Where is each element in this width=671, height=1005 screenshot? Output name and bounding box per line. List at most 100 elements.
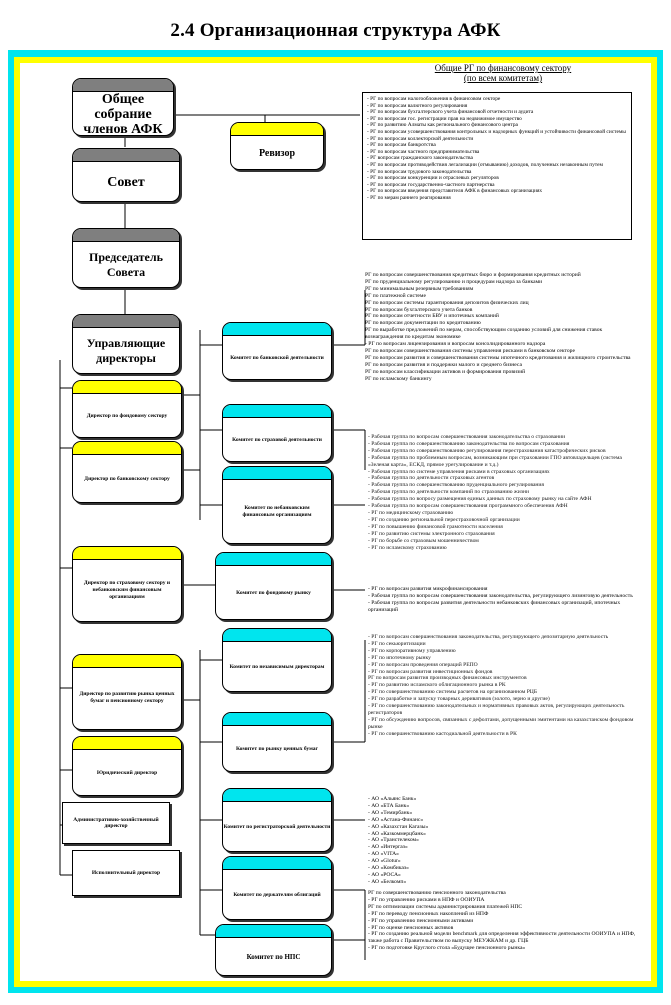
- list-item: - РГ по подготовке Круглого стола «Будущ…: [368, 945, 526, 952]
- list-item: - Рабочая группа по совершенствованию пр…: [368, 482, 544, 489]
- list-item: - РГ по вопросам развития инвестиционных…: [368, 668, 493, 675]
- list-item: РГ по платежной системе: [365, 292, 426, 299]
- general-rg-list: - РГ по вопросам налогообложения в финан…: [362, 92, 632, 240]
- list-item: - РГ по вопросам валютного регулирования: [367, 102, 468, 109]
- list-item: - АО «Транстелеком»: [368, 837, 419, 844]
- box-cap: [73, 547, 181, 560]
- box-cap: [73, 442, 181, 455]
- committee-reg-box[interactable]: Комитет по регистраторской деятельности: [222, 788, 332, 852]
- nbfo-rg-list: - РГ по вопросам развития микрофинансиро…: [368, 586, 633, 614]
- director-bank-box[interactable]: Директор по банковскому сектору: [72, 441, 182, 503]
- header-line-1: Общие РГ по финансовому сектору: [434, 63, 572, 73]
- list-item: РГ по вопросам бухгалтерского учета банк…: [365, 306, 473, 313]
- list-item: РГ по вопросам развития производных фина…: [368, 675, 527, 682]
- list-item: - РГ по вопросам проведения операций РЕП…: [368, 661, 478, 668]
- list-item: - АО «Темирбанк»: [368, 809, 413, 816]
- revisor-box[interactable]: Ревизор: [230, 122, 324, 170]
- managing-directors-label: Управляющие директоры: [86, 336, 166, 365]
- list-item: - РГ по оценке пенсионных активов: [368, 924, 454, 931]
- box-cap: [73, 655, 181, 668]
- admin-director-box[interactable]: Административно-хозяйственный директор: [62, 802, 170, 844]
- director-fin-box[interactable]: Директор по фондовому сектору: [72, 380, 182, 438]
- committee-oblig-box[interactable]: Комитет по держателям облигаций: [222, 856, 332, 920]
- committee-nps-box[interactable]: Комитет по НПС: [215, 924, 332, 976]
- committee-fund-box[interactable]: Комитет по фондовому рынку: [215, 552, 332, 620]
- list-item: - РГ по развитию Алматы как региональног…: [367, 122, 518, 129]
- box-cap: [223, 467, 331, 480]
- director-ins-box[interactable]: Директор по страховому сектору и небанко…: [72, 546, 182, 622]
- chairman-box[interactable]: Председатель Совета: [72, 228, 180, 288]
- list-item: - РГ по борьбе со страховым мошенничеств…: [368, 537, 479, 544]
- page-title: 2.4 Организационная структура АФК: [170, 20, 501, 41]
- list-item: - РГ по вопросам банкротства: [367, 142, 436, 149]
- list-item: - РГ по исламскому страхованию: [368, 544, 447, 551]
- list-item: - РГ по вопросам налогообложения в финан…: [367, 96, 501, 102]
- committee-oblig-label: Комитет по держателям облигаций: [233, 891, 321, 898]
- list-item: - РГ по развитию исламского облигационно…: [368, 682, 506, 689]
- list-item: РГ по вопросам развития и поддержки мало…: [365, 361, 522, 368]
- list-item: - АО «Казкоммерцбанк»: [368, 830, 426, 837]
- list-item: - РГ вопросам гражданского законодательс…: [367, 155, 473, 162]
- general-meeting-label: Общее собрание членов АФК: [83, 91, 163, 136]
- committee-ind-label: Комитет по независимым директорам: [229, 663, 325, 670]
- managing-directors-box[interactable]: Управляющие директоры: [72, 314, 180, 374]
- list-item: - РГ по вопросам государственно-частного…: [367, 181, 495, 188]
- list-item: РГ по выработке предложений по мерам, сп…: [365, 327, 603, 341]
- list-item: РГ по вопросам совершенствования кредитн…: [365, 272, 581, 278]
- committee-ins-box[interactable]: Комитет по страховой деятельности: [222, 404, 332, 462]
- header-line-2: (по всем комитетам): [463, 73, 543, 83]
- list-item: - РГ по повышению финансовой грамотности…: [368, 523, 503, 530]
- list-item: - Рабочая группа по деятельности страхов…: [368, 475, 495, 482]
- list-item: РГ по оптимизации системы администрирова…: [368, 903, 523, 910]
- list-item: РГ по вопросам системы гарантирования де…: [365, 299, 529, 306]
- executive-director-box[interactable]: Исполнительный директор: [72, 850, 180, 896]
- list-item: РГ по вопросам классификации активов и ф…: [365, 368, 526, 375]
- list-item: - АО «Glotur»: [368, 858, 401, 865]
- council-box[interactable]: Совет: [72, 148, 180, 202]
- general-meeting-box[interactable]: Общее собрание членов АФК: [72, 78, 174, 136]
- box-cap: [216, 553, 331, 566]
- list-item: РГ по совершенствованию пенсионного зако…: [368, 890, 506, 896]
- list-item: РГ по вопросам отчетности БВУ и ипотечны…: [365, 313, 499, 320]
- revisor-label: Ревизор: [258, 147, 296, 159]
- director-rcb-label: Директор по развитию рынка ценных бумаг …: [79, 691, 175, 704]
- list-item: - РГ по вопросам совершенствования закон…: [368, 634, 609, 640]
- committee-bank-box[interactable]: Комитет по банковской деятельности: [222, 322, 332, 380]
- general-rg-header: Общие РГ по финансовому сектору (по всем…: [398, 63, 608, 83]
- committee-ind-box[interactable]: Комитет по независимым директорам: [222, 628, 332, 692]
- director-bank-label: Директор по банковскому сектору: [84, 475, 170, 482]
- list-item: - АО «Комбиказ»: [368, 865, 409, 872]
- committee-nbfo-label: Комитет по небанковским финансовым орган…: [242, 505, 312, 518]
- box-cap: [223, 629, 331, 642]
- list-item: - Рабочая группа по системе управления р…: [368, 468, 550, 475]
- list-item: - РГ по вопросам введения представителя …: [367, 188, 543, 195]
- list-item: - РГ по вопросам противодействия легализ…: [367, 161, 603, 168]
- list-item: - РГ по созданию региональной перестрахо…: [368, 516, 520, 523]
- list-item: РГ по вопросам совершенствования системы…: [365, 347, 575, 354]
- list-item: РГ по вопросам документации по кредитова…: [365, 320, 481, 327]
- director-rcb-box[interactable]: Директор по развитию рынка ценных бумаг …: [72, 654, 182, 730]
- council-label: Совет: [107, 174, 145, 190]
- list-item: - Рабочая группа по совершенствованию за…: [368, 440, 570, 447]
- committee-nps-label: Комитет по НПС: [246, 952, 301, 961]
- list-item: - Рабочая группа по вопросам совершенств…: [368, 434, 566, 440]
- director-legal-box[interactable]: Юридический директор: [72, 736, 182, 796]
- bank-rg-list: РГ по вопросам совершенствования кредитн…: [365, 272, 635, 383]
- list-item: - Рабочая группа по вопросам совершенств…: [368, 503, 568, 510]
- list-item: - РГ по совершенствованию кастодиальной …: [368, 730, 517, 737]
- box-cap: [223, 405, 331, 418]
- director-fin-label: Директор по фондовому сектору: [86, 412, 168, 419]
- list-item: - РГ по управлению пенсионными активами: [368, 917, 474, 924]
- list-item: - РГ по вопросам трудового законодательс…: [367, 168, 472, 175]
- committee-nbfo-box[interactable]: Комитет по небанковским финансовым орган…: [222, 466, 332, 544]
- box-cap: [73, 381, 181, 394]
- list-item: - Рабочая группа по вопросам совершенств…: [368, 592, 633, 599]
- list-item: - РГ по вопросам лицензирования и вопрос…: [365, 341, 546, 348]
- committee-rcb-box[interactable]: Комитет по рынку ценных бумаг: [222, 712, 332, 772]
- list-item: - АО «Астана-Финанс»: [368, 816, 424, 823]
- list-item: - Рабочая группа по вопросу размещения е…: [368, 496, 592, 503]
- committee-rcb-label: Комитет по рынку ценных бумаг: [235, 745, 319, 752]
- list-item: - РГ по корпоративному управлению: [368, 647, 456, 654]
- list-item: - РГ по мерам раннего реагирования: [367, 194, 451, 201]
